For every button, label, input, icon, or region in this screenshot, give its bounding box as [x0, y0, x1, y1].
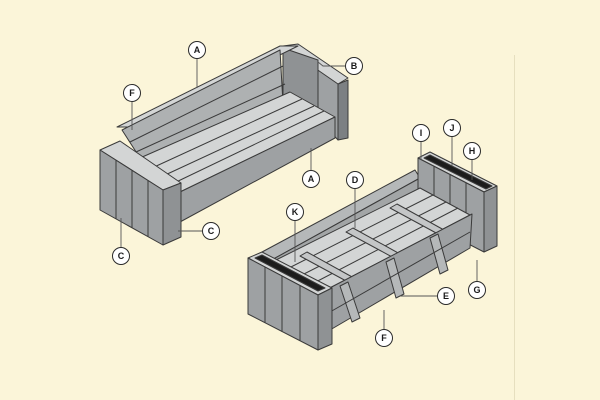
part-label-h: H — [463, 142, 481, 160]
part-label-a: A — [188, 41, 206, 59]
part-label-a-lower: A — [302, 170, 320, 188]
vertical-divider-line — [514, 55, 515, 400]
brace-2 — [385, 257, 405, 299]
part-label-b: B — [345, 57, 363, 75]
part-label-i: I — [412, 124, 430, 142]
part-label-e: E — [437, 287, 455, 305]
assembled-sofa — [99, 43, 349, 246]
right-armrest-slot — [423, 154, 493, 190]
brace-3 — [429, 233, 449, 275]
brace-1 — [339, 281, 361, 323]
part-label-k: K — [286, 203, 304, 221]
part-label-c-left: C — [112, 247, 130, 265]
part-label-f: F — [123, 84, 141, 102]
sofa-frame — [247, 151, 498, 351]
part-label-d: D — [346, 171, 364, 189]
part-label-g: G — [468, 281, 486, 299]
left-armrest-slot — [254, 254, 326, 292]
part-label-f-lower: F — [375, 329, 393, 347]
part-label-j: J — [443, 119, 461, 137]
leader-lines — [120, 59, 478, 329]
part-label-c-right: C — [202, 222, 220, 240]
